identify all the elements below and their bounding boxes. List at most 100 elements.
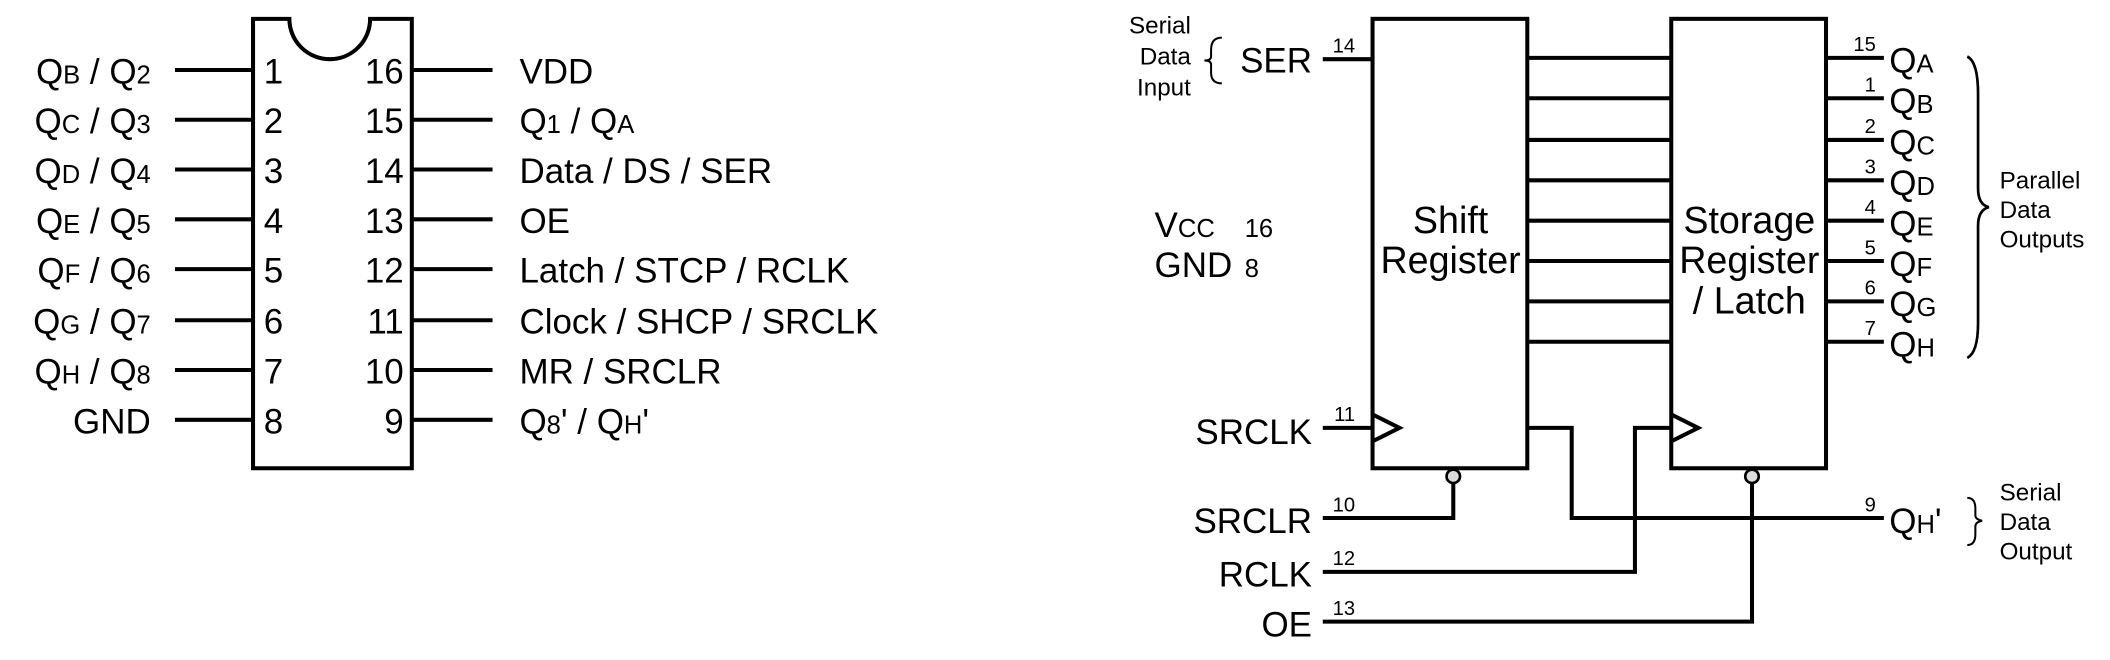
pin-label: MR / SRCLR [519,352,721,391]
subscript: B [63,61,80,89]
subscript: 4 [137,161,151,189]
label-part: Q [35,102,62,141]
shift-register-block [1370,16,1530,471]
pin-number: 13 [365,202,404,241]
pin-label: Data / DS / SER [519,152,772,191]
chip-body [251,16,414,471]
subscript: F [65,261,81,289]
pin-label: QH / Q8 [35,352,151,391]
pin-label: VDD [519,52,593,91]
pin-label: QG / Q7 [33,303,151,342]
label-part: Q [35,352,62,391]
clock-input-icon [1371,412,1404,444]
rclk-label: RCLK [1219,556,1312,595]
label-part: Q [1889,42,1916,81]
label-part: Q [1889,124,1916,163]
storage-register-label: / Latch [1693,280,1806,322]
pin-label: QB / Q2 [36,52,151,91]
serial-output-note: Serial [2000,480,2062,507]
output-label: QF [1889,245,1932,284]
storage-register-block [1669,16,1829,471]
label-part: Q [37,252,64,291]
label-part: OE [519,202,570,241]
pin-label: Q8' / QH' [519,402,649,441]
brace-icon [1967,496,1983,546]
label-part: V [1155,206,1179,245]
label-part: Latch / STCP / RCLK [519,252,849,291]
vcc-label: VCC [1155,206,1215,245]
srclk-label: SRCLK [1195,413,1312,452]
parallel-output-note: Outputs [2000,227,2085,254]
qh-serial-wire [1527,425,1884,521]
label-part: ' [642,402,649,441]
pin-number: 2 [264,102,283,141]
output-label: QD [1889,164,1935,203]
qh-serial-label: QH' [1889,502,1941,541]
subscript: G [60,312,80,340]
clock-input-icon [1670,412,1703,444]
pin-label: GND [73,402,151,441]
subscript: CC [1178,215,1215,243]
label-part: / Q [80,152,136,191]
shift-register-label: Register [1380,239,1520,281]
output-label: QB [1889,82,1933,121]
subscript: E [63,211,80,239]
subscript: B [1916,91,1933,119]
pin-number: 5 [1865,237,1876,259]
pin-number: 14 [365,152,404,191]
pin-number: 15 [365,102,404,141]
label-part: / Q [561,102,617,141]
pin-number: 1 [264,52,283,91]
subscript: H [62,361,80,389]
pin-number: 4 [264,202,283,241]
subscript: H [1916,511,1934,539]
label-part: ' [1935,502,1942,541]
pin-number: 7 [264,352,283,391]
pin-number: 12 [365,252,404,291]
label-part: VDD [519,52,593,91]
pin-label: Latch / STCP / RCLK [519,252,849,291]
subscript: C [62,111,80,139]
oe-label: OE [1261,605,1312,644]
subscript: H [1916,335,1934,363]
pin-number: 8 [264,402,283,441]
label-part: Q [1889,502,1916,541]
inverter-bubble-icon [1743,468,1761,485]
pin-label: Clock / SHCP / SRCLK [519,303,878,342]
storage-register-label: Register [1679,239,1819,281]
label-part: Clock / SHCP / SRCLK [519,303,878,342]
label-part: Q [1889,285,1916,324]
subscript: F [1916,254,1932,282]
pin-number: 3 [1865,157,1876,179]
pin-number: 10 [365,352,404,391]
pin-number: 10 [1333,494,1355,516]
label-part: Q [1889,164,1916,203]
label-part: Q [1889,82,1916,121]
label-part: Q [519,402,546,441]
label-part: / Q [80,202,136,241]
inverter-bubble-icon [1445,468,1462,485]
subscript: D [1916,173,1934,201]
output-label: QH [1889,326,1935,365]
label-part: / Q [80,102,136,141]
label-part: ' / Q [561,402,624,441]
pin-label: QE / Q5 [36,202,151,241]
pin-number: 2 [1865,116,1876,138]
label-part: Q [1889,245,1916,284]
subscript: 8 [547,411,561,439]
subscript: C [1916,133,1934,161]
pin-label: QC / Q3 [35,102,151,141]
subscript: 5 [137,211,151,239]
pin-number: 8 [1245,255,1259,283]
subscript: 1 [547,111,561,139]
serial-input-note: Data [1140,44,1192,71]
srclr-label: SRCLR [1193,502,1312,541]
output-label: QC [1889,124,1935,163]
pin-number: 14 [1333,35,1355,57]
brace-icon [1966,55,1990,360]
pin-number: 15 [1853,34,1875,56]
label-part: Q [1889,204,1916,243]
pin-number: 12 [1333,548,1355,570]
